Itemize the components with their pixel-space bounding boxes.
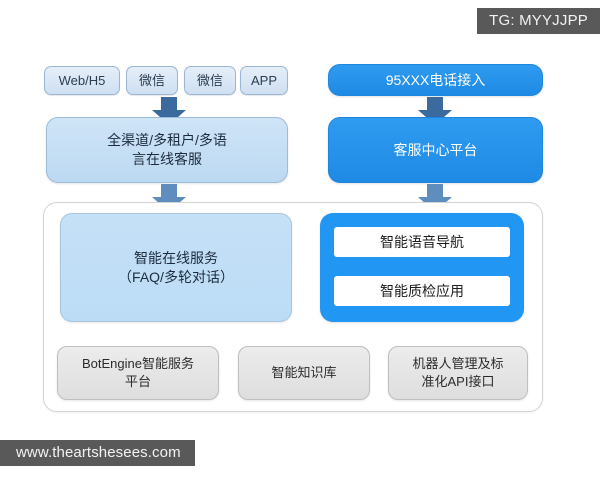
voice-navigation-label: 智能语音导航 — [380, 234, 464, 250]
foundation-box-knowledge-base[interactable]: 智能知识库 — [238, 346, 370, 400]
website-watermark: www.theartshesees.com — [0, 440, 195, 466]
channel-chip-web-h5[interactable]: Web/H5 — [44, 66, 120, 95]
service-center-platform-label: 客服中心平台 — [393, 141, 478, 158]
foundation-box-line-2: 平台 — [124, 374, 151, 389]
service-center-platform-box[interactable]: 客服中心平台 — [328, 117, 543, 183]
foundation-box-line-1: BotEngine智能服务 — [82, 356, 194, 372]
phone-entry-label: 95XXX电话接入 — [385, 71, 486, 88]
quality-inspection-label: 智能质检应用 — [380, 283, 464, 299]
quality-inspection-box[interactable]: 智能质检应用 — [334, 276, 510, 306]
intelligent-online-service-box[interactable]: 智能在线服务 （FAQ/多轮对话） — [60, 213, 292, 322]
intelligent-online-service-line-1: 智能在线服务 — [134, 249, 218, 266]
channel-chip-wechat-2[interactable]: 微信 — [184, 66, 236, 95]
intelligent-online-service-line-2: （FAQ/多轮对话） — [118, 268, 234, 285]
foundation-box-line-2: 准化API接口 — [421, 374, 495, 389]
arrow-shaft — [427, 184, 443, 198]
channel-chip-app[interactable]: APP — [240, 66, 288, 95]
online-service-platform-line-1: 全渠道/多租户/多语 — [107, 132, 227, 149]
voice-capability-panel: 智能语音导航 智能质检应用 — [320, 213, 524, 322]
channel-chip-label: 微信 — [138, 72, 165, 88]
foundation-box-line-1: 智能知识库 — [271, 365, 337, 381]
channel-chip-wechat-1[interactable]: 微信 — [126, 66, 178, 95]
phone-entry-box[interactable]: 95XXX电话接入 — [328, 64, 543, 96]
online-service-platform-box[interactable]: 全渠道/多租户/多语 言在线客服 — [46, 117, 288, 183]
foundation-box-line-1: 机器人管理及标 — [412, 356, 504, 372]
arrow-shaft — [427, 97, 443, 111]
telegram-watermark: TG: MYYJJPP — [477, 8, 600, 34]
foundation-box-botengine[interactable]: BotEngine智能服务 平台 — [57, 346, 219, 400]
channel-chip-label: Web/H5 — [58, 72, 106, 88]
voice-navigation-box[interactable]: 智能语音导航 — [334, 227, 510, 257]
channel-chip-label: 微信 — [196, 72, 223, 88]
channel-chip-label: APP — [250, 72, 277, 88]
foundation-box-robot-management[interactable]: 机器人管理及标 准化API接口 — [388, 346, 528, 400]
arrow-shaft — [161, 97, 177, 111]
arrow-shaft — [161, 184, 177, 198]
online-service-platform-line-2: 言在线客服 — [132, 151, 202, 167]
